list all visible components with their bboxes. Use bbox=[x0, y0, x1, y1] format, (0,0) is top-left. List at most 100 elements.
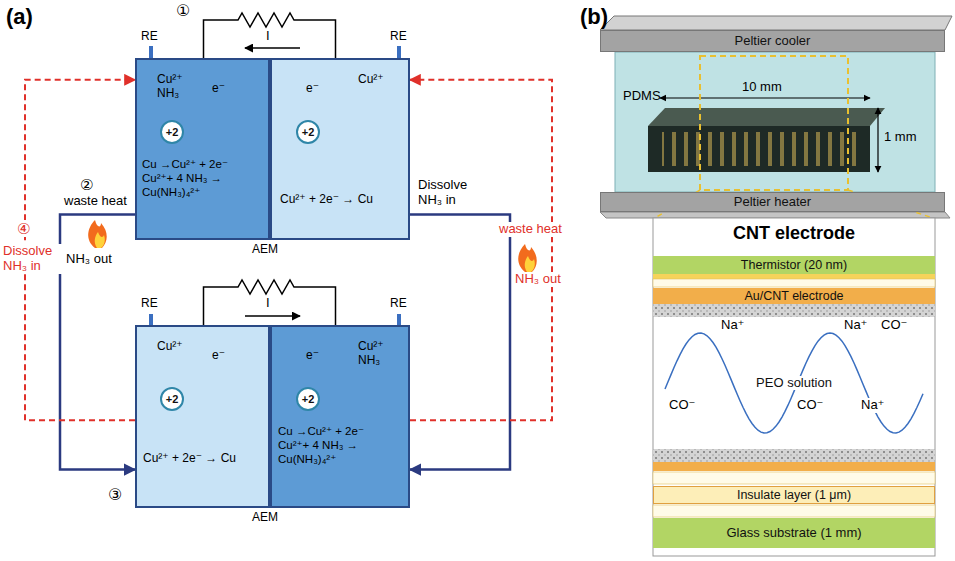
flame-icon bbox=[88, 220, 107, 248]
device-3d-view bbox=[600, 16, 952, 30]
label: ④ bbox=[16, 220, 31, 237]
layer-stack bbox=[653, 449, 935, 462]
node-text: Cu²⁺ + 2e⁻ → Cu bbox=[280, 192, 373, 206]
node-text: Glass substrate (1 mm) bbox=[726, 526, 861, 541]
label: CO⁻ bbox=[668, 398, 696, 413]
layer-stack bbox=[653, 274, 935, 279]
layer-stack bbox=[653, 472, 935, 484]
electrolyte-region: PEO solution bbox=[653, 318, 935, 448]
label: (a) bbox=[6, 4, 33, 29]
ammonia-compartment: Cu²⁺ NH₃ Cu →Cu²⁺ + 2e⁻ Cu²⁺+ 4 NH₃ → Cu(… bbox=[270, 325, 410, 508]
label: RE bbox=[141, 297, 158, 311]
device-3d-view bbox=[877, 108, 878, 172]
flame-icon bbox=[518, 244, 537, 272]
node-text: Cu →Cu²⁺ + 2e⁻ Cu²⁺+ 4 NH₃ → Cu(NH₃)₄²⁺ bbox=[142, 158, 260, 199]
peltier-plate: Peltier cooler bbox=[600, 30, 945, 52]
charge-text: +2 bbox=[302, 393, 315, 406]
label: RE bbox=[390, 297, 407, 311]
flow-line bbox=[60, 215, 135, 470]
layer-stack bbox=[653, 218, 935, 556]
node-text: Thermistor (20 nm) bbox=[741, 258, 847, 272]
label: Dissolve NH₃ in bbox=[2, 244, 64, 274]
node-text: Cu²⁺ + 2e⁻ → Cu bbox=[143, 451, 236, 465]
flow-line bbox=[410, 215, 510, 470]
label: ② bbox=[80, 176, 93, 193]
label: Na⁺ bbox=[860, 398, 885, 413]
label: waste heat bbox=[64, 194, 127, 209]
thermistor-layer: Thermistor (20 nm) bbox=[653, 256, 935, 274]
label: (b) bbox=[580, 4, 608, 29]
bottom-cell-circuit bbox=[245, 315, 300, 317]
layer-stack bbox=[653, 462, 935, 471]
ammonia-compartment: Cu²⁺ NH₃ Cu →Cu²⁺ + 2e⁻ Cu²⁺+ 4 NH₃ → Cu(… bbox=[135, 58, 270, 240]
node-text: Cu²⁺ NH₃ bbox=[157, 72, 193, 101]
glass-substrate: Glass substrate (1 mm) bbox=[653, 518, 935, 548]
label: AEM bbox=[252, 511, 278, 525]
label: e⁻ bbox=[212, 82, 225, 96]
label: ③ bbox=[108, 486, 122, 504]
label: I bbox=[266, 29, 270, 44]
node-text: Au/CNT electrode bbox=[744, 289, 843, 303]
node-text: Cu →Cu²⁺ + 2e⁻ Cu²⁺+ 4 NH₃ → Cu(NH₃)₄²⁺ bbox=[278, 425, 396, 466]
flame-icon bbox=[525, 256, 535, 272]
label: NH₃ out bbox=[66, 252, 112, 267]
device-3d-view bbox=[600, 212, 950, 218]
peltier-plate: Peltier heater bbox=[600, 192, 945, 212]
device-3d-view bbox=[648, 126, 870, 172]
pdms-block: PDMS bbox=[615, 52, 935, 192]
label: Na⁺ bbox=[843, 318, 868, 333]
layer-stack bbox=[653, 505, 935, 517]
label: I bbox=[266, 296, 270, 311]
label: RE bbox=[390, 30, 407, 44]
charge-text: +2 bbox=[302, 126, 315, 139]
label: e⁻ bbox=[306, 82, 319, 96]
flame-icon bbox=[518, 244, 537, 272]
flame-icon bbox=[88, 220, 107, 248]
node-text: Peltier cooler bbox=[735, 34, 811, 49]
electrode-layer: Au/CNT electrode bbox=[653, 288, 935, 304]
layer-stack bbox=[653, 218, 935, 556]
layer-stack bbox=[653, 279, 935, 287]
charge-text: +2 bbox=[166, 393, 179, 406]
label: RE bbox=[141, 30, 158, 44]
node-text: Peltier heater bbox=[734, 195, 811, 210]
device-3d-view bbox=[660, 97, 870, 98]
label: ① bbox=[176, 2, 190, 20]
label: Na⁺ bbox=[720, 318, 745, 333]
insulate-layer: Insulate layer (1 μm) bbox=[653, 486, 935, 504]
device-3d-view bbox=[615, 52, 935, 192]
label: AEM bbox=[252, 243, 278, 257]
charge-circle: +2 bbox=[296, 120, 320, 144]
label: e⁻ bbox=[306, 349, 319, 363]
polymer-chain bbox=[665, 333, 923, 433]
copper-compartment: Cu²⁺ Cu²⁺ + 2e⁻ → Cu +2 bbox=[135, 325, 270, 508]
layer-stack bbox=[653, 304, 935, 317]
label: 1 mm bbox=[884, 130, 917, 145]
flame-icon bbox=[95, 232, 105, 248]
charge-text: +2 bbox=[166, 126, 179, 139]
copper-compartment: Cu²⁺ Cu²⁺ + 2e⁻ → Cu +2 bbox=[270, 58, 410, 240]
node-text: Insulate layer (1 μm) bbox=[737, 488, 851, 502]
label: NH₃ out bbox=[514, 272, 562, 287]
label: CO⁻ bbox=[880, 318, 908, 333]
label: e⁻ bbox=[212, 349, 225, 363]
device-3d-view bbox=[648, 108, 885, 126]
polymer-chain bbox=[665, 333, 923, 433]
device-3d-view bbox=[700, 56, 848, 190]
label: Dissolve NH₃ in bbox=[418, 178, 478, 208]
zoom-panel: CNT electrodeThermistor (20 nm) Au/CNT el… bbox=[653, 218, 935, 556]
charge-circle: +2 bbox=[160, 120, 184, 144]
flow-line bbox=[410, 80, 552, 420]
node-text: Cu²⁺ NH₃ bbox=[358, 339, 394, 368]
device-3d-view bbox=[600, 16, 952, 218]
node-text: Cu²⁺ bbox=[358, 72, 394, 86]
node-text: Cu²⁺ bbox=[157, 339, 193, 353]
label: waste heat bbox=[498, 222, 563, 237]
label: CO⁻ bbox=[796, 398, 824, 413]
node-text: CNT electrode bbox=[653, 223, 935, 245]
charge-circle: +2 bbox=[160, 387, 184, 411]
node-text: PDMS bbox=[623, 88, 661, 104]
node-text: PEO solution bbox=[753, 376, 835, 391]
device-3d-view bbox=[662, 132, 858, 166]
